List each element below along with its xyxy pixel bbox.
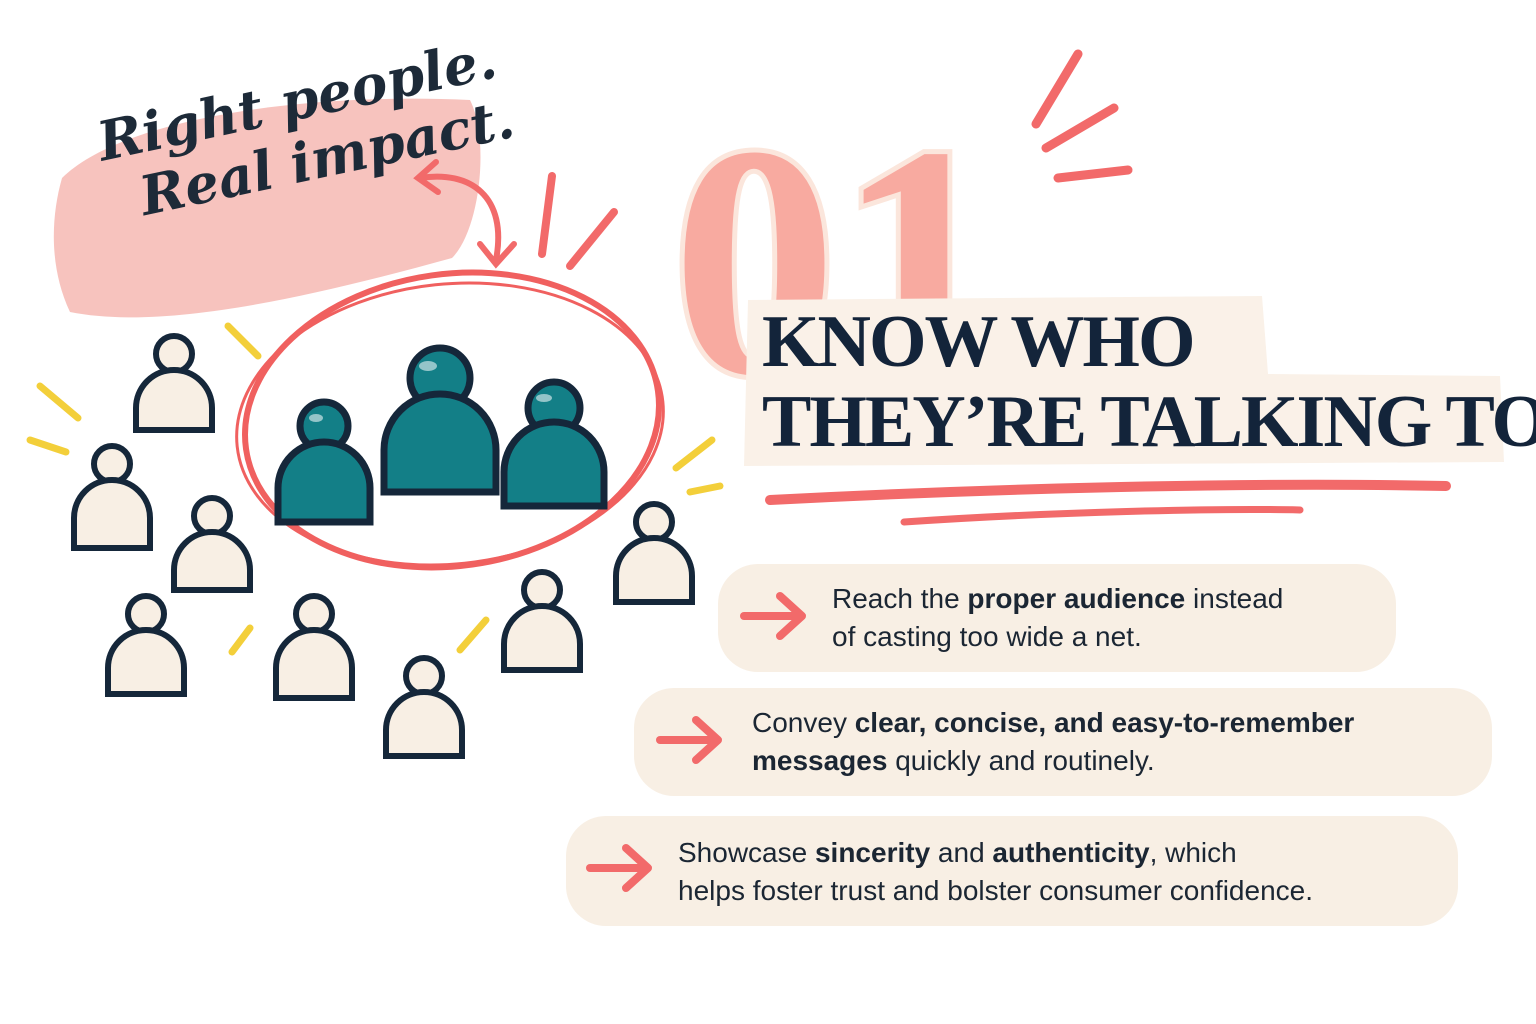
spark-lines-number [1031,49,1133,183]
arrow-icons [586,592,806,892]
arrow-right-icon [586,844,652,892]
bullet-1-pre: Reach the [832,583,968,614]
highlight-glints [309,361,552,422]
person-icon-highlighted [274,398,374,526]
curved-arrow [413,159,517,269]
audience-crowd [71,333,695,759]
person-icon [105,593,187,697]
bullet-3: Showcase sincerity and authenticity, whi… [678,834,1458,910]
bullet-card-bg [634,688,1492,796]
person-icon [383,655,465,759]
person-icon [501,569,583,673]
person-icon [613,501,695,605]
arrow-right-icon [740,592,806,640]
bullet-3-line-2: helps foster trust and bolster consumer … [678,875,1314,906]
bullet-card-bg [718,564,1396,672]
highlight-ellipse [235,269,665,571]
heading-line-2: THEY’RE TALKING TO [762,381,1536,463]
bullet-3-bold: sincerity [814,837,931,868]
person-icon [133,333,215,433]
person-icon-highlighted [380,344,500,496]
yellow-sparks [26,322,724,656]
bullet-2-line-2: quickly and routinely. [887,745,1155,776]
bullet-1: Reach the proper audience instead of cas… [832,580,1392,656]
bullet-1-line-2: of casting too wide a net. [832,621,1142,652]
bullet-3-post: , which [1149,837,1237,868]
bullet-3-pre: Showcase [678,837,815,868]
person-icon [273,593,355,701]
bullet-3-mid: and [930,837,993,868]
tagline-brush [53,98,481,318]
heading-backdrop [744,296,1504,466]
person-icon [171,495,253,593]
arrow-right-icon [656,716,722,764]
bullet-2-pre: Convey [752,707,855,738]
section-heading: KNOW WHO THEY’RE TALKING TO [762,301,1536,463]
bullet-3-bold-2: authenticity [992,837,1150,868]
person-icon-highlighted [500,378,608,510]
heading-line-1: KNOW WHO [762,301,1196,383]
bullet-1-bold: proper audience [967,583,1186,614]
person-icon [71,443,153,551]
target-audience [274,344,608,526]
bullet-2-bold-2: messages [752,745,888,776]
bullet-1-mid: instead [1185,583,1284,614]
bullet-2: Convey clear, concise, and easy-to-remem… [752,704,1492,780]
bullet-2-bold: clear, concise, and easy-to-remember [854,707,1355,738]
spark-lines-circle [538,172,618,270]
heading-underline [765,479,1451,526]
bullet-card-bg [566,816,1458,926]
